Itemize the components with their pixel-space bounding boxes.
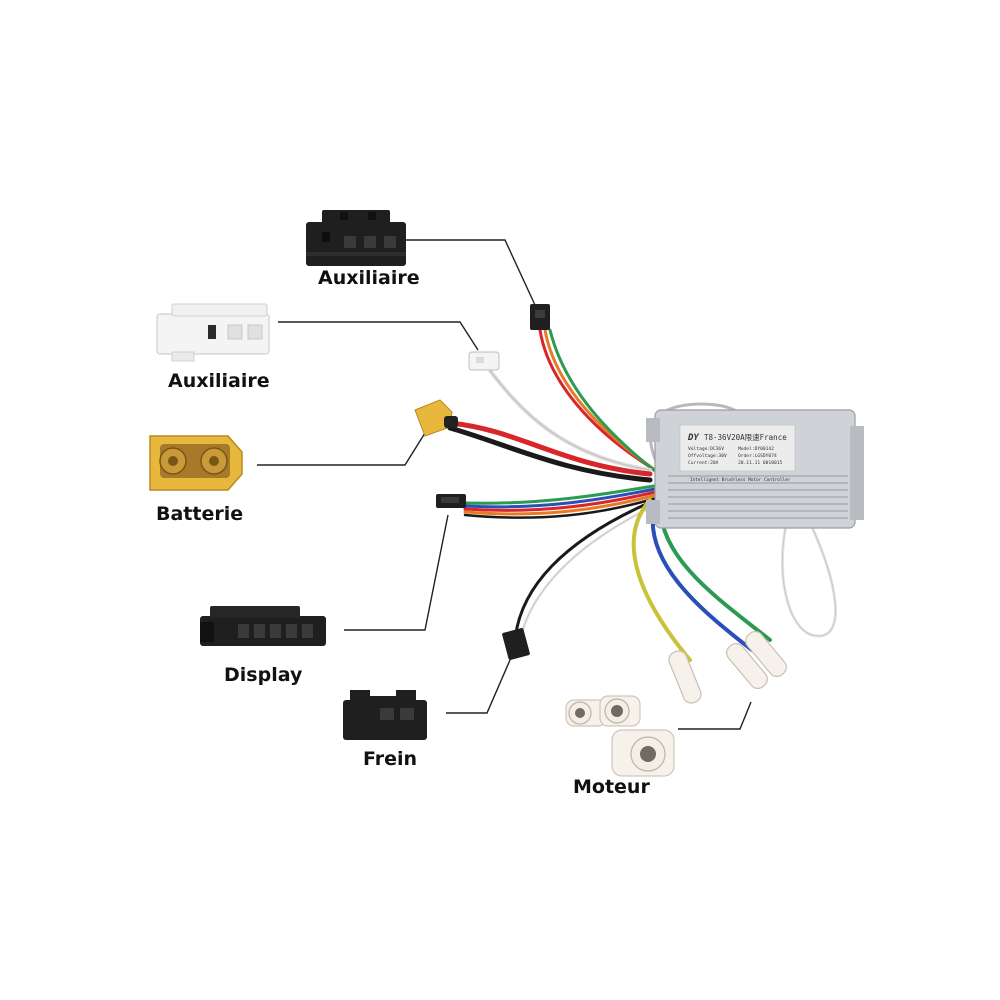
controller-serial: 20.11.11 0010015 [738,460,782,466]
motor-controller: DY T8-36V20A限速France Voltage:DC36V Model… [646,409,864,529]
leader-lines [257,239,752,730]
batterie-connector-photo [149,435,243,491]
leader-batterie [257,432,426,466]
label-frein: Frein [363,748,418,770]
label-moteur: Moteur [573,776,650,798]
display-wire-connector [436,494,466,508]
controller-order: Order:LGSDY074 [738,453,777,459]
leader-frein [446,659,511,714]
controller-voltage: Voltage:DC36V [688,446,724,452]
label-auxiliaire-2: Auxiliaire [168,370,270,392]
controller-offvoltage: Offvoltage:30V [688,453,727,459]
label-auxiliaire-1: Auxiliaire [318,267,420,289]
controller-brand: DY [687,433,699,443]
aux-1-wire-connector [530,304,550,330]
leader-auxiliaire-1 [387,239,536,306]
label-batterie: Batterie [156,503,244,525]
battery-wire-connector [414,399,458,437]
brake-wire-connector [502,628,530,660]
leader-auxiliaire-2 [278,321,479,351]
display-connector-photo [200,606,326,646]
controller-label-plate [679,424,796,472]
moteur-connector-photo [565,695,675,777]
controller-current: Current:20A [688,460,719,466]
controller-title: T8-36V20A限速France [704,433,787,442]
frein-connector-photo [343,690,427,740]
aux-2-wire-connector [468,351,500,371]
controller-model: Model:DY00142 [738,446,774,452]
label-display: Display [224,664,303,686]
leader-display [344,514,449,631]
leader-moteur [678,701,752,730]
motor-bullet-connectors [668,630,787,704]
controller-footer: Intelligent Brushless Motor Controller [690,477,791,483]
auxiliaire-1-connector-photo [306,210,406,266]
auxiliaire-2-connector-photo [156,303,270,362]
